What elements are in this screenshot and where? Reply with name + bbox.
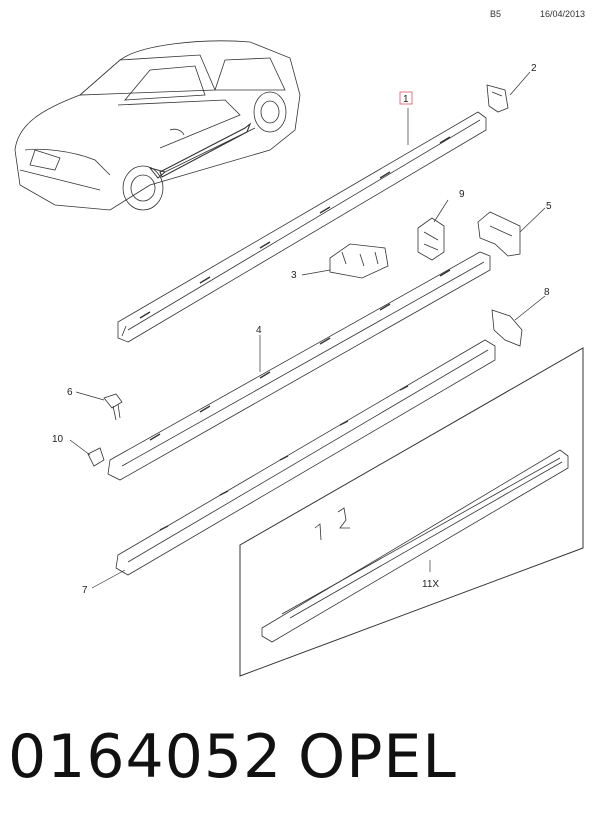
callout-7: 7 <box>82 585 88 596</box>
kit-11x-box <box>239 347 584 677</box>
parts-diagram: 1 2 3 4 5 6 7 8 9 10 11X <box>14 40 584 677</box>
brand-name: OPEL <box>298 722 457 792</box>
part-3-clip <box>329 243 389 279</box>
callout-5: 5 <box>546 201 552 212</box>
callout-6: 6 <box>67 387 73 398</box>
callout-8: 8 <box>544 287 550 298</box>
part-2-bracket <box>486 84 509 113</box>
part-8-bracket <box>491 309 523 347</box>
page-date: 16/04/2013 <box>540 9 586 19</box>
callout-9: 9 <box>459 189 465 200</box>
leader-lines <box>69 71 546 589</box>
car-illustration <box>14 40 301 211</box>
callout-11x: 11X <box>422 579 439 590</box>
part-4-moulding <box>107 251 491 481</box>
part-6-screw <box>103 393 123 421</box>
callouts: 1 2 3 4 5 6 7 8 9 10 11X <box>52 63 552 596</box>
callout-2: 2 <box>531 63 537 74</box>
callout-1: 1 <box>403 94 409 105</box>
callout-4: 4 <box>256 325 262 336</box>
part-5-end-piece <box>477 211 521 257</box>
part-number: 0164052 <box>8 722 283 792</box>
callout-1-highlight <box>399 91 413 105</box>
part-7-moulding <box>115 339 496 576</box>
callout-3: 3 <box>291 270 297 281</box>
callout-10: 10 <box>52 434 64 445</box>
page-code: B5 <box>490 9 502 19</box>
part-10-cap <box>87 447 105 467</box>
part-1-sill-moulding <box>117 111 487 343</box>
part-9-clip <box>417 217 445 261</box>
